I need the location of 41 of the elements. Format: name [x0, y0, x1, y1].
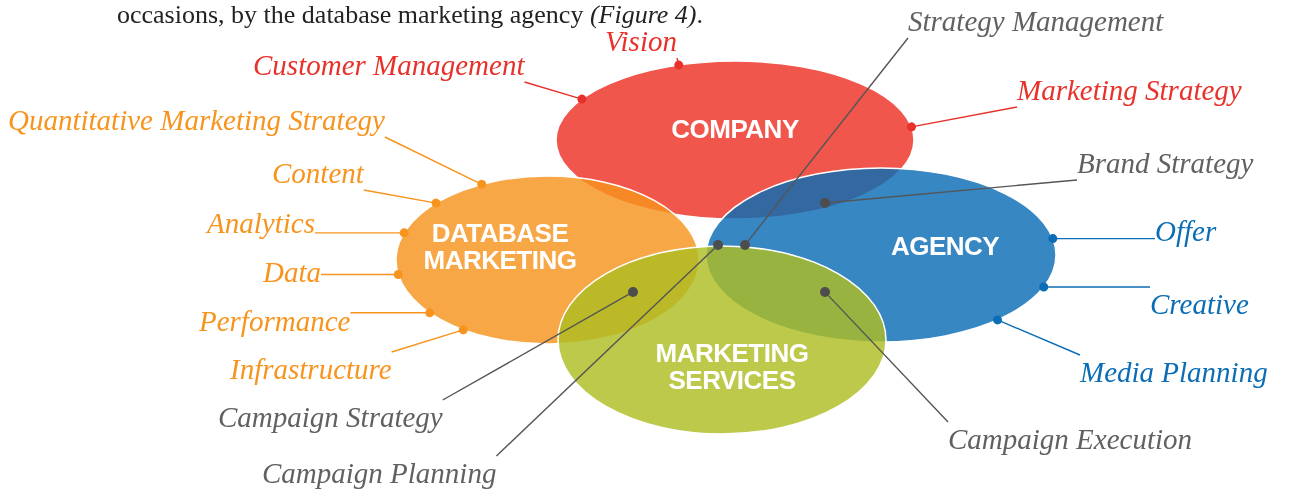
circle-label: COMPANY — [670, 116, 800, 143]
circle-label: MARKETING SERVICES — [654, 340, 810, 394]
callout-label: Campaign Planning — [262, 456, 497, 490]
callout-label: Offer — [1155, 214, 1217, 248]
callout-label: Performance — [199, 304, 351, 338]
callout-label: Quantitative Marketing Strategy — [8, 103, 385, 137]
leader-line — [523, 81, 587, 104]
callout-label: Creative — [1150, 287, 1249, 321]
leader-line — [314, 228, 409, 238]
callout-label: Media Planning — [1080, 355, 1268, 389]
leader-line — [320, 269, 403, 279]
dot-marker — [820, 287, 830, 297]
circle-label: DATABASE MARKETING — [422, 220, 578, 274]
leader-line — [993, 315, 1081, 356]
leader-line — [907, 106, 1018, 132]
dot-marker — [628, 287, 638, 297]
dot-marker — [820, 198, 830, 208]
leader-line — [1048, 234, 1156, 244]
callout-label: Marketing Strategy — [1017, 73, 1242, 107]
circle-label: AGENCY — [889, 233, 1001, 260]
leader-line — [442, 293, 630, 401]
callout-label: Content — [272, 156, 364, 190]
leader-line — [827, 294, 949, 423]
body-text: occasions, by the database marketing agency (Figure 4). — [117, 0, 703, 30]
callout-label: Campaign Execution — [948, 422, 1193, 456]
callout-label: Strategy Management — [908, 4, 1164, 38]
callout-label: Customer Management — [253, 48, 525, 82]
callout-label: Campaign Strategy — [218, 400, 443, 434]
callout-label: Analytics — [207, 206, 315, 240]
callout-label: Brand Strategy — [1077, 146, 1254, 180]
leader-line — [1039, 282, 1151, 292]
leader-line — [363, 189, 441, 208]
leader-line — [674, 57, 684, 70]
leader-line — [390, 325, 468, 353]
callout-label: Infrastructure — [230, 352, 392, 386]
leader-line — [349, 308, 435, 318]
leader-line — [495, 247, 716, 457]
leader-line — [747, 37, 909, 242]
leader-line — [829, 179, 1078, 204]
leader-line — [384, 136, 487, 189]
callout-label: Data — [263, 255, 321, 289]
